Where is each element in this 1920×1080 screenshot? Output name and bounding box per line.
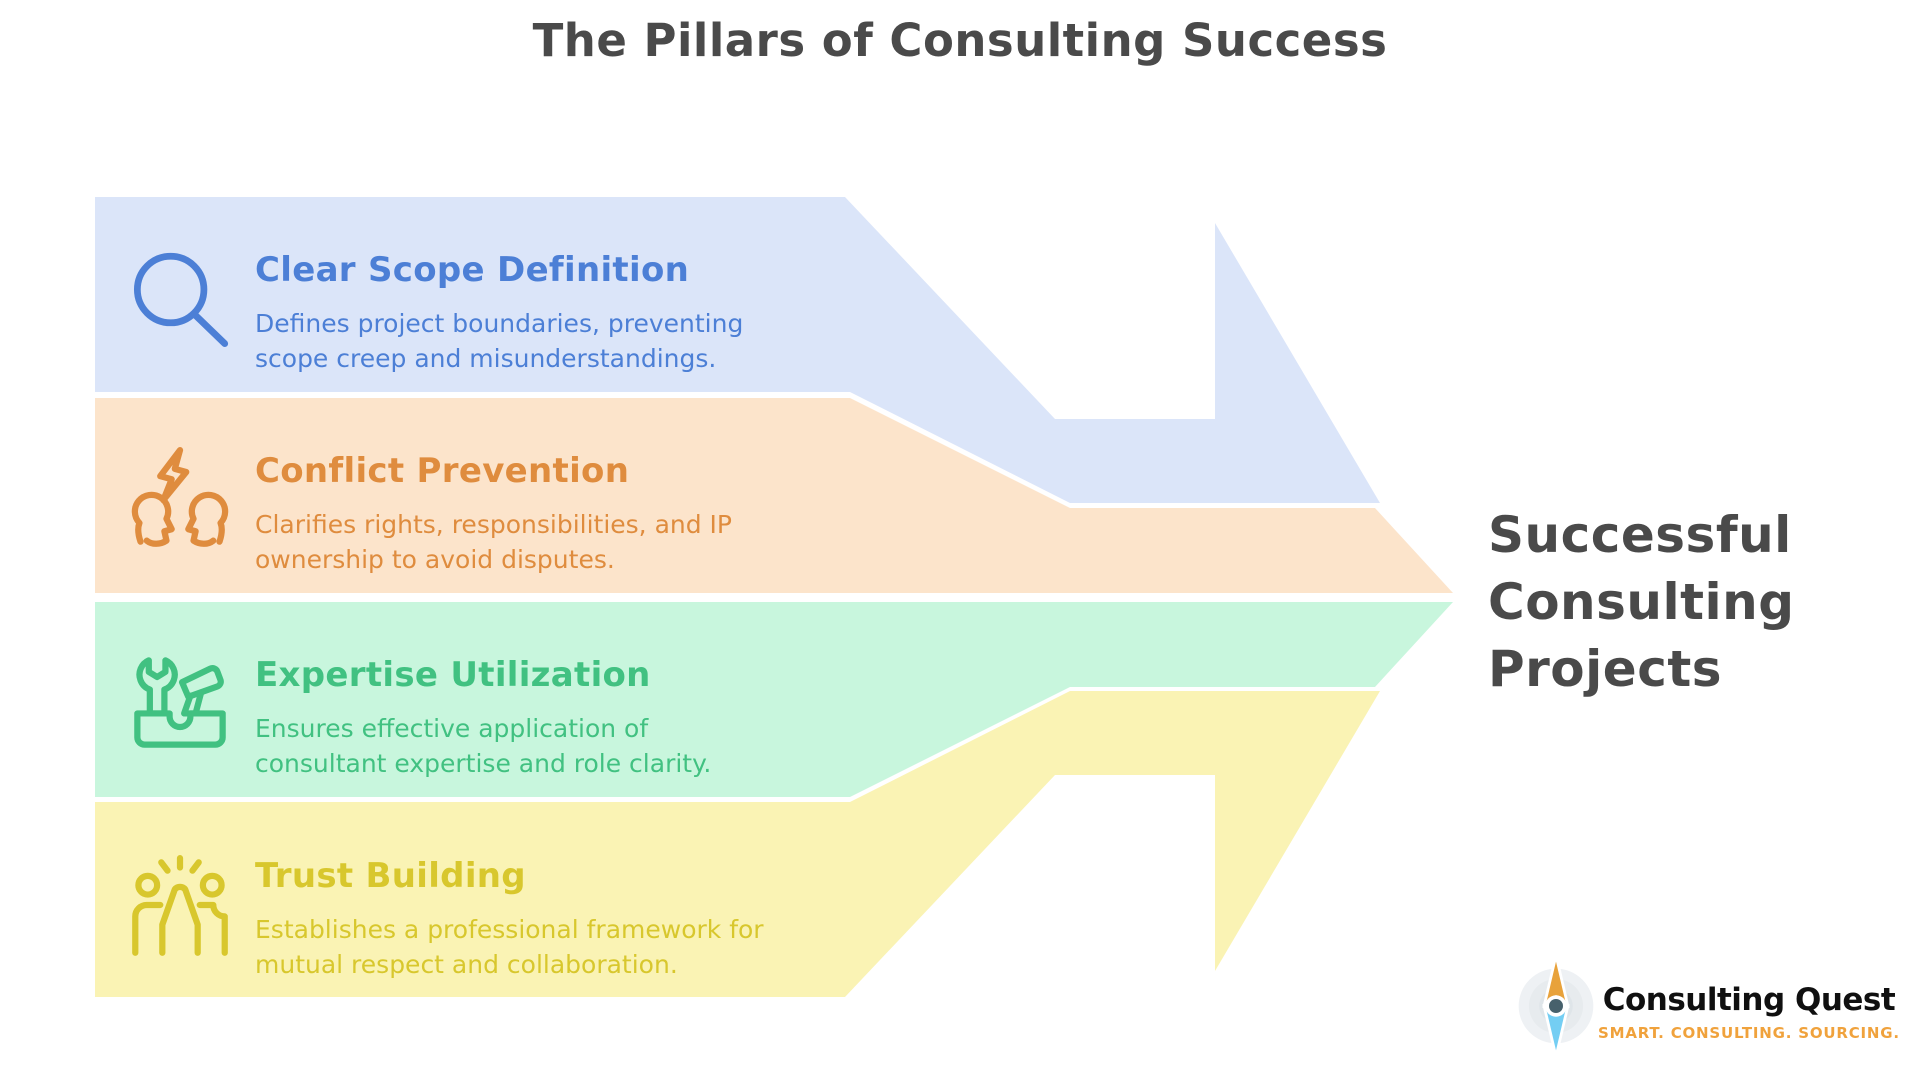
desc-line: ownership to avoid disputes. [255, 545, 615, 574]
desc-line: Establishes a professional framework for [255, 915, 764, 944]
desc-line: Defines project boundaries, preventing [255, 309, 744, 338]
result-line: Projects [1488, 640, 1723, 698]
pillar-description: Defines project boundaries, preventing s… [255, 306, 895, 376]
pillar-description: Ensures effective application of consult… [255, 711, 895, 781]
pillar-description: Clarifies rights, responsibilities, and … [255, 507, 895, 577]
compass-icon [1500, 950, 1612, 1062]
pillar-conflict-prevention: Conflict Prevention Clarifies rights, re… [255, 451, 895, 577]
logo-name: Consulting Quest [1602, 982, 1896, 1018]
pillar-heading: Conflict Prevention [255, 451, 630, 491]
ribbon-expertise-utilization [95, 602, 1453, 797]
conflict-icon [128, 446, 232, 550]
ribbon-clear-scope [95, 197, 1380, 503]
desc-line: consultant expertise and role clarity. [255, 749, 712, 778]
logo-text-block: Consulting Quest SMART. CONSULTING. SOUR… [1598, 982, 1900, 1042]
logo-tagline: SMART. CONSULTING. SOURCING. [1598, 1024, 1900, 1042]
pillar-clear-scope: Clear Scope Definition Defines project b… [255, 250, 895, 376]
ribbon-conflict-prevention [95, 398, 1453, 593]
desc-line: scope creep and misunderstandings. [255, 344, 717, 373]
desc-line: Clarifies rights, responsibilities, and … [255, 510, 733, 539]
high-five-icon [128, 854, 232, 958]
ribbon-trust-building [95, 691, 1380, 997]
desc-line: mutual respect and collaboration. [255, 950, 678, 979]
pillar-trust-building: Trust Building Establishes a professiona… [255, 856, 895, 982]
result-text: Successful Consulting Projects [1488, 502, 1795, 703]
pillar-expertise-utilization: Expertise Utilization Ensures effective … [255, 655, 895, 781]
pillar-heading: Expertise Utilization [255, 655, 651, 695]
magnifier-icon [128, 250, 232, 354]
result-line: Consulting [1488, 573, 1795, 631]
desc-line: Ensures effective application of [255, 714, 649, 743]
pillar-heading: Trust Building [255, 856, 526, 896]
result-line: Successful [1488, 506, 1792, 564]
toolbox-icon [128, 650, 232, 754]
page-title: The Pillars of Consulting Success [532, 14, 1388, 67]
pillar-description: Establishes a professional framework for… [255, 912, 895, 982]
pillar-heading: Clear Scope Definition [255, 250, 690, 290]
consulting-quest-logo: Consulting Quest SMART. CONSULTING. SOUR… [1500, 950, 1900, 1070]
